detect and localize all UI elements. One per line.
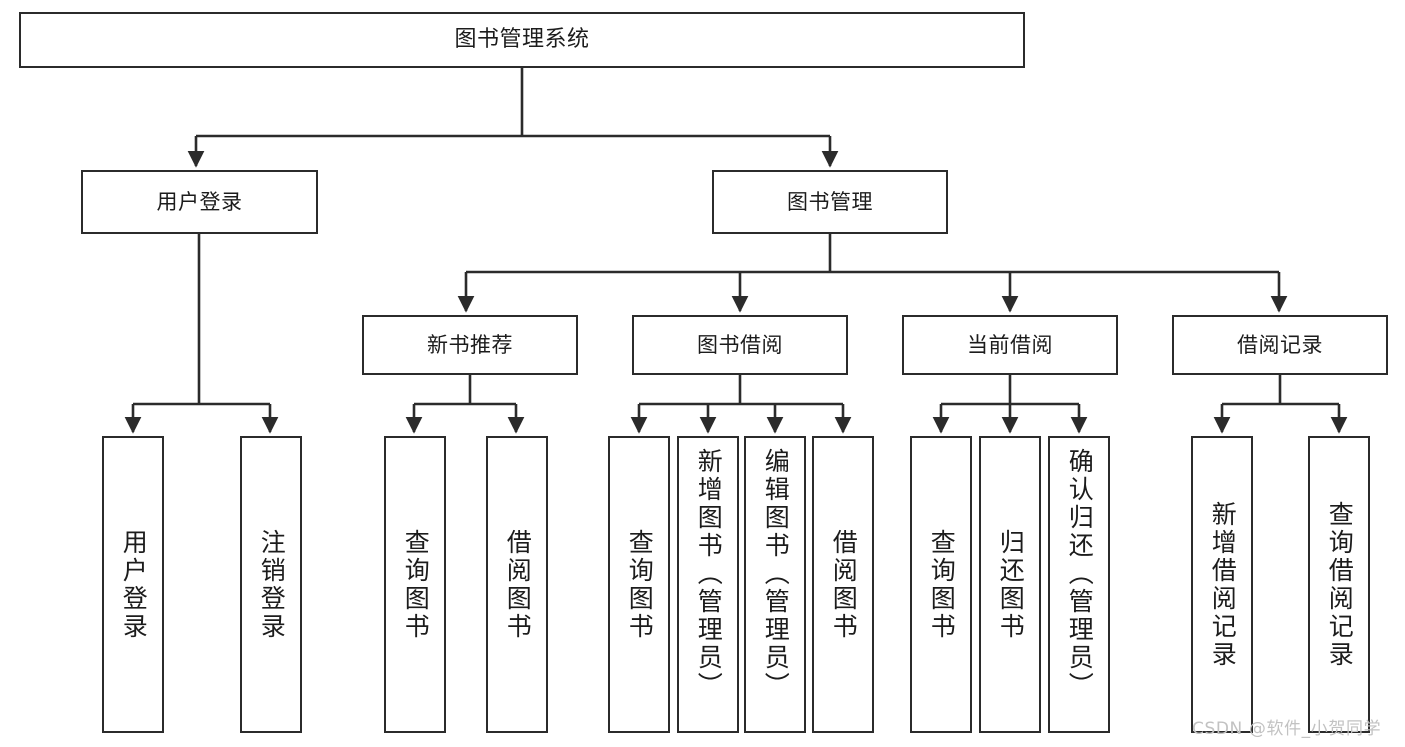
node-label: 编辑图书（管理员） — [761, 448, 791, 700]
node-current-borrow[interactable]: 当前借阅 — [902, 315, 1118, 375]
leaf-current-confirm-return-admin[interactable]: 确认归还（管理员） — [1048, 436, 1110, 733]
node-label: 借阅图书 — [503, 528, 533, 641]
node-new-book-recommend[interactable]: 新书推荐 — [362, 315, 578, 375]
node-label: 新增图书（管理员） — [694, 448, 724, 700]
leaf-borrow-edit-book-admin[interactable]: 编辑图书（管理员） — [744, 436, 806, 733]
leaf-recommend-query-book[interactable]: 查询图书 — [384, 436, 446, 733]
node-label: 查询图书 — [927, 528, 957, 641]
leaf-user-login-login[interactable]: 用户登录 — [102, 436, 164, 733]
leaf-record-query-record[interactable]: 查询借阅记录 — [1308, 436, 1370, 733]
leaf-user-login-logout[interactable]: 注销登录 — [240, 436, 302, 733]
node-label: 新增借阅记录 — [1208, 500, 1238, 669]
node-book-borrow[interactable]: 图书借阅 — [632, 315, 848, 375]
node-borrow-record[interactable]: 借阅记录 — [1172, 315, 1388, 375]
node-label: 新书推荐 — [427, 332, 513, 357]
csdn-watermark: CSDN @软件_小贺同学 — [1192, 719, 1382, 739]
leaf-borrow-borrow-book[interactable]: 借阅图书 — [812, 436, 874, 733]
node-label: 查询借阅记录 — [1325, 500, 1355, 669]
node-label: 图书管理 — [787, 189, 873, 214]
node-label: 图书管理系统 — [454, 27, 590, 53]
node-user-login[interactable]: 用户登录 — [81, 170, 318, 234]
node-label: 归还图书 — [996, 528, 1026, 641]
node-label: 查询图书 — [625, 528, 655, 641]
leaf-recommend-borrow-book[interactable]: 借阅图书 — [486, 436, 548, 733]
leaf-record-add-record[interactable]: 新增借阅记录 — [1191, 436, 1253, 733]
node-label: 图书借阅 — [697, 332, 783, 357]
leaf-borrow-query-book[interactable]: 查询图书 — [608, 436, 670, 733]
node-label: 用户登录 — [119, 528, 149, 641]
leaf-current-return-book[interactable]: 归还图书 — [979, 436, 1041, 733]
node-root-system[interactable]: 图书管理系统 — [19, 12, 1025, 68]
leaf-borrow-add-book-admin[interactable]: 新增图书（管理员） — [677, 436, 739, 733]
node-label: 查询图书 — [401, 528, 431, 641]
node-label: 用户登录 — [156, 189, 243, 214]
node-label: 借阅图书 — [829, 528, 859, 641]
node-label: 注销登录 — [257, 528, 287, 641]
node-label: 确认归还（管理员） — [1065, 448, 1095, 700]
node-book-management[interactable]: 图书管理 — [712, 170, 948, 234]
node-label: 借阅记录 — [1237, 332, 1323, 357]
leaf-current-query-book[interactable]: 查询图书 — [910, 436, 972, 733]
node-label: 当前借阅 — [967, 332, 1053, 357]
